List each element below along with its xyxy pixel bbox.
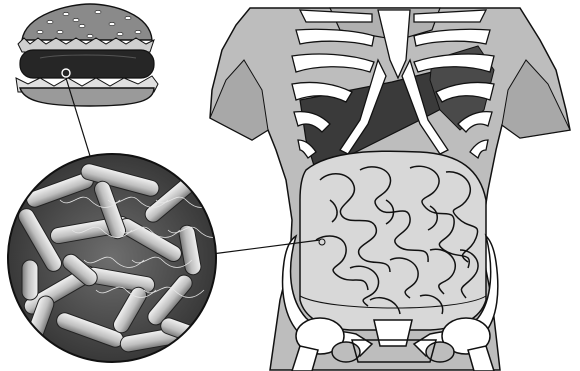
hamburger-icon	[16, 4, 158, 106]
top-bun	[22, 4, 152, 40]
patty	[20, 50, 154, 78]
bacterium-rod	[22, 260, 38, 300]
torso-anatomy	[210, 8, 570, 371]
bacteria-magnified-icon	[8, 154, 228, 362]
bottom-bun	[20, 88, 154, 106]
